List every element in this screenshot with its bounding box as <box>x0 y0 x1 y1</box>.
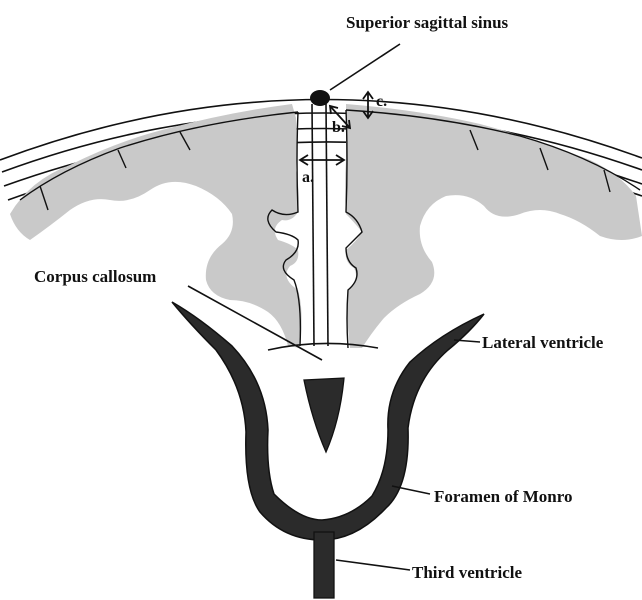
label-dimension-a: a. <box>302 169 314 186</box>
falx-right-edge <box>326 104 328 346</box>
label-superior-sagittal-sinus: Superior sagittal sinus <box>346 13 509 32</box>
left-hemisphere-cortex <box>10 104 302 348</box>
leader-sinus <box>330 44 400 90</box>
label-corpus-callosum: Corpus callosum <box>34 267 156 286</box>
label-foramen-of-monro: Foramen of Monro <box>434 487 573 506</box>
falx-left-edge <box>312 104 314 346</box>
septum-shape <box>304 378 344 452</box>
label-lateral-ventricle: Lateral ventricle <box>482 333 604 352</box>
leader-third-ventricle <box>336 560 410 570</box>
third-ventricle-shape <box>314 532 334 598</box>
label-third-ventricle: Third ventricle <box>412 563 522 582</box>
right-hemisphere-cortex <box>345 104 642 348</box>
label-dimension-b: b. <box>332 119 345 136</box>
superior-sagittal-sinus-shape <box>310 90 330 106</box>
label-dimension-c: c. <box>376 93 387 110</box>
interhemispheric-fissure <box>312 104 328 346</box>
